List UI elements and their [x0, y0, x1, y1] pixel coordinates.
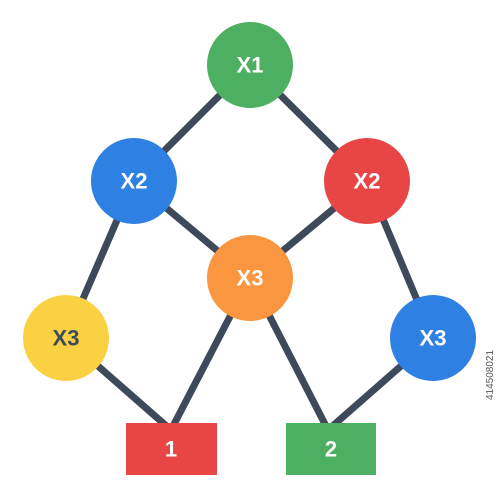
node-left-x2: X2 — [91, 138, 177, 224]
node-right-x3-circle — [390, 295, 476, 381]
node-center-x3: X3 — [207, 235, 293, 321]
node-left-x3-label: X3 — [53, 326, 80, 351]
node-root-circle — [207, 22, 293, 108]
node-center-x3-circle — [207, 235, 293, 321]
node-left-x2-circle — [91, 138, 177, 224]
leaf-1-label: 1 — [165, 437, 177, 462]
node-right-x2-label: X2 — [354, 169, 381, 194]
leaf-2-box — [286, 423, 376, 475]
leaf-1-box — [126, 423, 217, 475]
node-root-label: X1 — [237, 53, 264, 78]
node-right-x3: X3 — [390, 295, 476, 381]
leaf-1: 1 — [126, 423, 217, 475]
stock-image-id: 414508021 — [485, 350, 496, 400]
node-left-x2-label: X2 — [121, 169, 148, 194]
node-root: X1 — [207, 22, 293, 108]
node-left-x3: X3 — [23, 295, 109, 381]
node-left-x3-circle — [23, 295, 109, 381]
node-right-x3-label: X3 — [420, 326, 447, 351]
leaf-2-label: 2 — [325, 437, 337, 462]
leaf-2: 2 — [286, 423, 376, 475]
node-right-x2-circle — [324, 138, 410, 224]
node-right-x2: X2 — [324, 138, 410, 224]
node-center-x3-label: X3 — [237, 266, 264, 291]
